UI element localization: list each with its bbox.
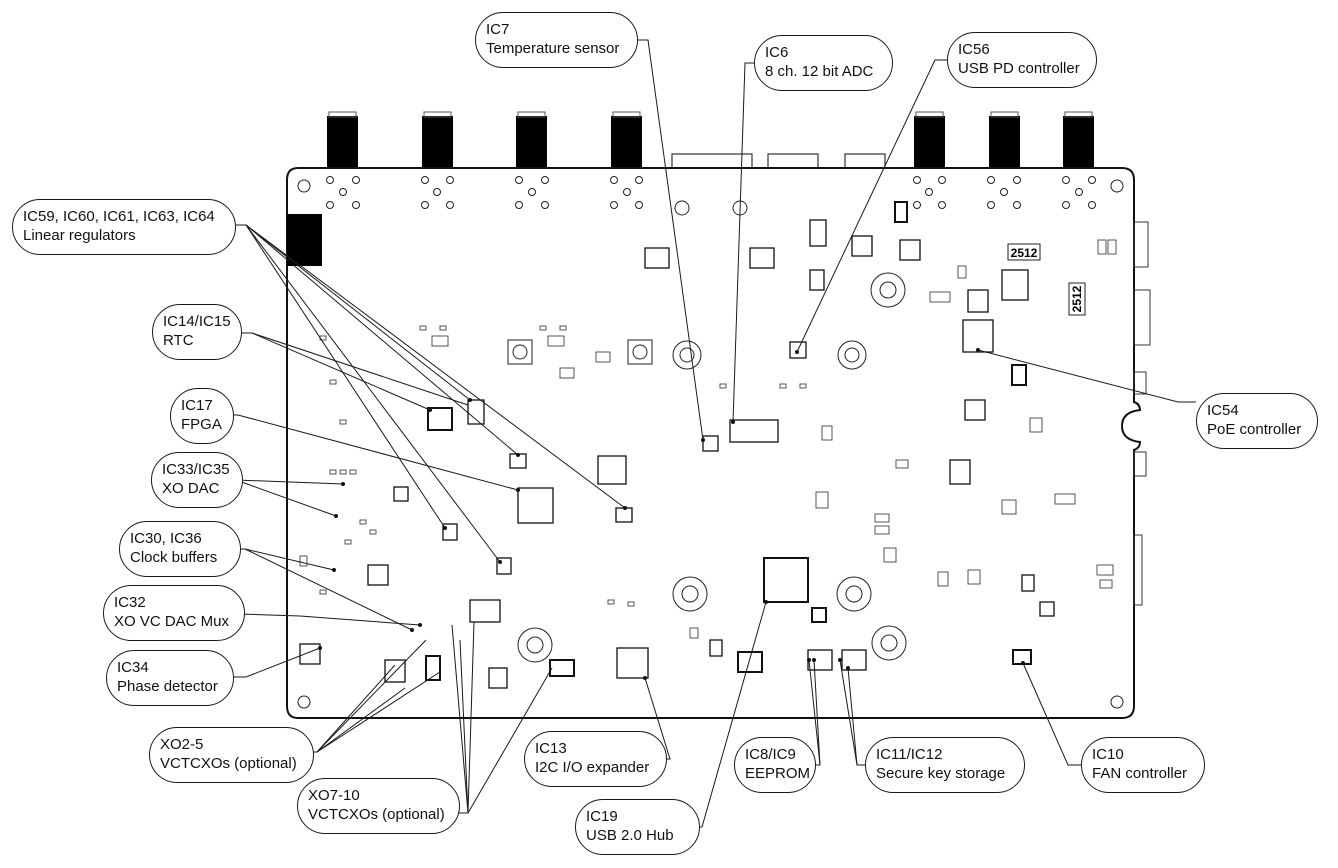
callout-xo2-5: XO2-5 VCTCXOs (optional) (149, 727, 314, 783)
callout-usb-hub: IC19 USB 2.0 Hub (575, 799, 700, 855)
fpga-ic17 (517, 487, 554, 524)
power-connector (287, 214, 322, 266)
usb-pd-ic56 (789, 341, 807, 359)
sma-connector-2 (422, 116, 453, 168)
callout-desc: Secure key storage (876, 765, 1006, 782)
mounting-holes (297, 176, 1124, 709)
callout-eeprom: IC8/IC9 EEPROM (734, 737, 816, 793)
callout-xo-vc-dac-mux: IC32 XO VC DAC Mux (103, 585, 245, 641)
callout-xo7-10: XO7-10 VCTCXOs (optional) (297, 778, 460, 834)
board-outline (286, 167, 1142, 719)
callout-ref: IC17 (181, 397, 213, 414)
callout-ref: IC32 (114, 594, 146, 611)
sma-connector-7 (1063, 116, 1094, 168)
callout-desc: FAN controller (1092, 765, 1188, 782)
callout-desc: EEPROM (745, 765, 811, 782)
callout-ref: IC6 (765, 44, 789, 61)
callout-desc: XO DAC (162, 480, 220, 497)
callout-ref: IC19 (586, 808, 618, 825)
callout-desc: I2C I/O expander (535, 759, 650, 776)
callout-linear-regulators: IC59, IC60, IC61, IC63, IC64 Linear regu… (12, 199, 236, 255)
callout-desc: FPGA (181, 416, 222, 433)
callout-ref: IC54 (1207, 402, 1239, 419)
resistor-2512-a: 2512 (1011, 246, 1038, 260)
leader-lines (222, 39, 1196, 828)
adc-ic6 (729, 419, 779, 443)
usb-hub-ic19 (763, 557, 809, 603)
callout-desc: Clock buffers (130, 549, 218, 566)
callout-desc: USB 2.0 Hub (586, 827, 674, 844)
leader-dots (318, 348, 1025, 680)
callout-usb-pd-controller: IC56 USB PD controller (947, 32, 1097, 88)
sma-connector-5 (914, 116, 945, 168)
callout-desc: VCTCXOs (optional) (308, 806, 445, 823)
sma-connector-6 (989, 116, 1020, 168)
callout-desc: Linear regulators (23, 227, 136, 244)
callout-adc: IC6 8 ch. 12 bit ADC (754, 35, 893, 91)
callout-ref: IC30, IC36 (130, 530, 202, 547)
callout-ref: IC7 (486, 21, 510, 38)
resistor-markings: 2512 2512 (1007, 243, 1086, 316)
callout-desc: 8 ch. 12 bit ADC (765, 63, 874, 80)
top-edge-connectors (671, 153, 886, 169)
callout-temperature-sensor: IC7 Temperature sensor (475, 12, 638, 68)
callout-fan-controller: IC10 FAN controller (1081, 737, 1205, 793)
callout-clock-buffers: IC30, IC36 Clock buffers (119, 521, 241, 577)
callout-desc: XO VC DAC Mux (114, 613, 230, 630)
callout-desc: Phase detector (117, 678, 218, 695)
eeprom-ic8 (737, 651, 763, 673)
sma-connector-4 (611, 116, 642, 168)
callout-poe-controller: IC54 PoE controller (1196, 393, 1318, 449)
sma-connectors (327, 116, 1094, 168)
callout-secure-key-storage: IC11/IC12 Secure key storage (865, 737, 1025, 793)
callout-desc: VCTCXOs (optional) (160, 755, 297, 772)
callout-ref: IC11/IC12 (876, 746, 943, 763)
callout-ref: IC34 (117, 659, 149, 676)
callout-ref: XO2-5 (160, 736, 204, 753)
io-expander-ic13 (616, 647, 649, 679)
callout-xo-dac: IC33/IC35 XO DAC (151, 452, 243, 508)
callout-rtc: IC14/IC15 RTC (152, 304, 242, 360)
callout-desc: USB PD controller (958, 60, 1080, 77)
sma-connector-3 (516, 116, 547, 168)
callout-ref: IC8/IC9 (745, 746, 796, 763)
callout-ref: IC13 (535, 740, 567, 757)
callout-ref: IC59, IC60, IC61, IC63, IC64 (23, 208, 215, 225)
resistor-2512-b: 2512 (1070, 285, 1084, 312)
callout-ref: IC10 (1092, 746, 1124, 763)
callout-ref: IC33/IC35 (162, 461, 230, 478)
temp-sensor-ic7 (702, 435, 719, 452)
callout-phase-detector: IC34 Phase detector (106, 650, 234, 706)
callout-desc: Temperature sensor (486, 40, 620, 57)
passive-components (299, 239, 1117, 639)
callout-ref: IC14/IC15 (163, 313, 231, 330)
callout-fpga: IC17 FPGA (170, 388, 234, 444)
callout-desc: RTC (163, 332, 194, 349)
callout-ref: XO7-10 (308, 787, 360, 804)
callout-ref: IC56 (958, 41, 990, 58)
callout-desc: PoE controller (1207, 421, 1302, 438)
sma-connector-1 (327, 116, 358, 168)
callout-io-expander: IC13 I2C I/O expander (524, 731, 667, 787)
